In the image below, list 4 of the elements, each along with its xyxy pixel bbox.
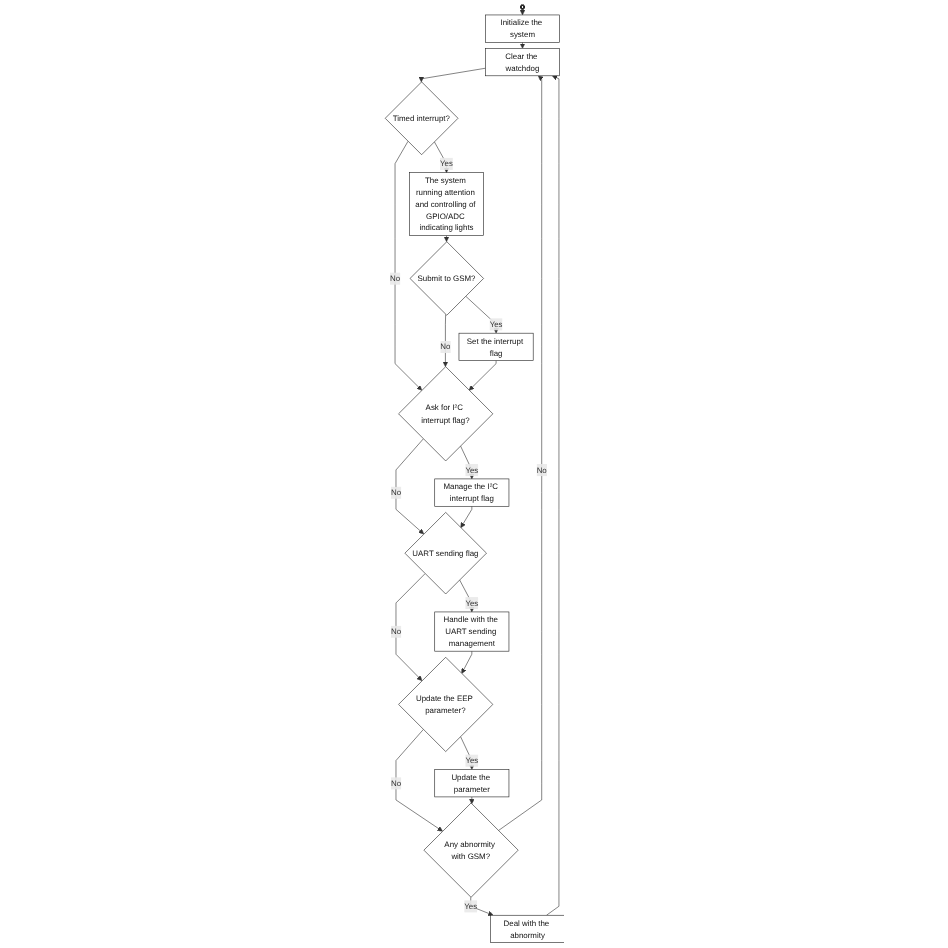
arrow (518, 8, 525, 16)
arrow (518, 42, 525, 49)
arrow (442, 235, 449, 242)
arrow (468, 796, 474, 805)
